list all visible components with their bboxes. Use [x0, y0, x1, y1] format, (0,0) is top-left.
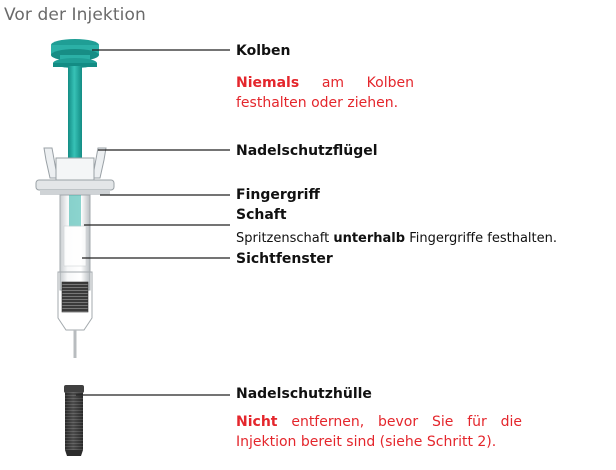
needle-guard-wings — [43, 147, 107, 181]
syringe-stopper — [61, 281, 89, 313]
barrel-note: Spritzenschaft unterhalb Fingergriffe fe… — [236, 231, 557, 246]
label-plunger: Kolben — [236, 43, 291, 59]
plunger-warning-text: am Kolben festhalten oder ziehen. — [236, 75, 414, 111]
needle — [73, 330, 77, 358]
needle-cap-warning: Nicht entfernen, bevor Sie für die Injek… — [236, 412, 522, 452]
needle-cap — [64, 385, 84, 456]
label-needle-guard-wings: Nadelschutzflügel — [236, 143, 378, 159]
syringe-barrel — [59, 194, 91, 291]
plunger-warning-bold: Niemals — [236, 75, 300, 91]
needle-cap-warning-text: entfernen, bevor Sie für die Injektion b… — [236, 414, 522, 450]
label-barrel: Schaft — [236, 207, 287, 223]
label-finger-grip: Fingergriff — [236, 187, 320, 203]
needle-cap-warning-bold: Nicht — [236, 414, 278, 430]
finger-grip — [35, 179, 115, 195]
label-needle-cap: Nadelschutzhülle — [236, 386, 372, 402]
barrel-note-bold: unterhalb — [333, 231, 406, 246]
barrel-note-after: Fingergriffe festhalten. — [405, 231, 557, 246]
leader-lines — [76, 49, 230, 396]
plunger-head — [51, 39, 99, 68]
label-viewing-window: Sichtfenster — [236, 251, 333, 267]
barrel-note-before: Spritzenschaft — [236, 231, 334, 246]
plunger-warning: Niemals am Kolben festhalten oder ziehen… — [236, 73, 414, 113]
guard-lower-body — [57, 271, 93, 331]
page-title: Vor der Injektion — [4, 5, 146, 25]
